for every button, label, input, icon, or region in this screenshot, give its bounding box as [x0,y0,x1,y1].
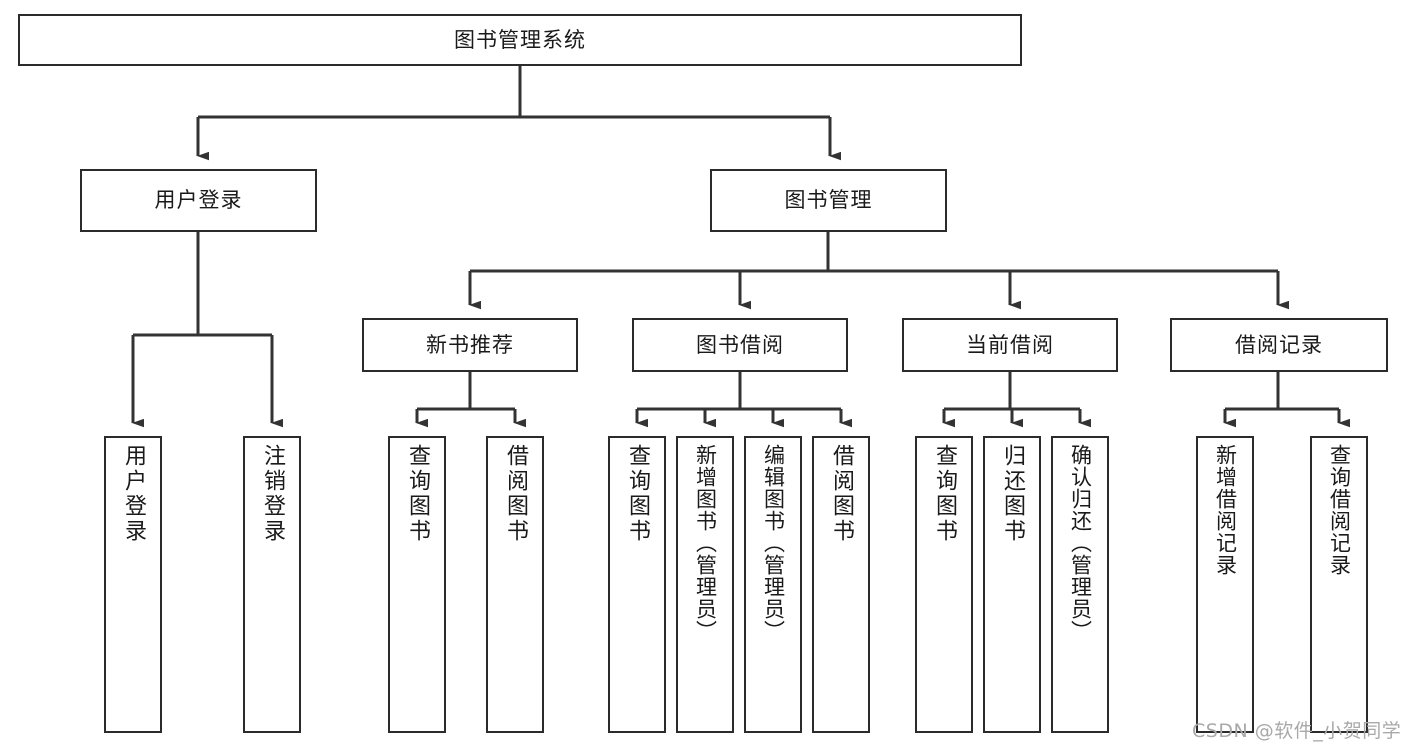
node-label: 借阅图书 [829,444,854,544]
node-label: 查询图书 [405,444,430,544]
node-label: 查询借阅记录 [1327,444,1352,576]
node-user-login[interactable]: 用户登录 [80,169,317,232]
node-label: 编辑图书（管理员） [761,444,786,642]
leaf-record-query-borrow-record[interactable]: 查询借阅记录 [1310,436,1368,733]
node-label: 归还图书 [1000,444,1025,544]
node-book-borrow[interactable]: 图书借阅 [632,318,848,372]
leaf-borrow-borrow-book[interactable]: 借阅图书 [812,436,870,733]
leaf-current-confirm-return-admin[interactable]: 确认归还（管理员） [1051,436,1109,733]
node-label: 查询图书 [932,444,957,544]
node-label: 图书管理系统 [454,27,586,52]
leaf-current-query-book[interactable]: 查询图书 [915,436,973,733]
leaf-borrow-add-book-admin[interactable]: 新增图书（管理员） [676,436,734,733]
leaf-current-return-book[interactable]: 归还图书 [983,436,1041,733]
leaf-record-add-borrow-record[interactable]: 新增借阅记录 [1196,436,1254,733]
node-root[interactable]: 图书管理系统 [18,14,1022,66]
node-label: 新增图书（管理员） [693,444,718,642]
node-label: 图书借阅 [696,332,784,357]
node-label: 注销登录 [260,444,285,544]
leaf-borrow-edit-book-admin[interactable]: 编辑图书（管理员） [744,436,802,733]
node-label: 用户登录 [121,444,146,544]
node-label: 新增借阅记录 [1213,444,1238,576]
node-label: 查询图书 [625,444,650,544]
node-book-management[interactable]: 图书管理 [710,169,947,232]
node-label: 借阅图书 [503,444,528,544]
leaf-newbook-query-book[interactable]: 查询图书 [388,436,446,733]
csdn-watermark: CSDN @软件_小贺同学 [1192,720,1402,742]
leaf-user-login[interactable]: 用户登录 [104,436,162,733]
node-new-book-recommend[interactable]: 新书推荐 [362,318,578,372]
node-label: 新书推荐 [426,332,514,357]
node-borrow-record[interactable]: 借阅记录 [1170,318,1388,372]
leaf-user-logout[interactable]: 注销登录 [243,436,301,733]
leaf-borrow-query-book[interactable]: 查询图书 [608,436,666,733]
node-label: 确认归还（管理员） [1068,444,1093,642]
node-label: 借阅记录 [1235,332,1323,357]
node-label: 图书管理 [784,188,873,213]
node-current-borrow[interactable]: 当前借阅 [902,318,1118,372]
node-label: 当前借阅 [966,332,1054,357]
leaf-newbook-borrow-book[interactable]: 借阅图书 [486,436,544,733]
node-label: 用户登录 [154,188,243,213]
